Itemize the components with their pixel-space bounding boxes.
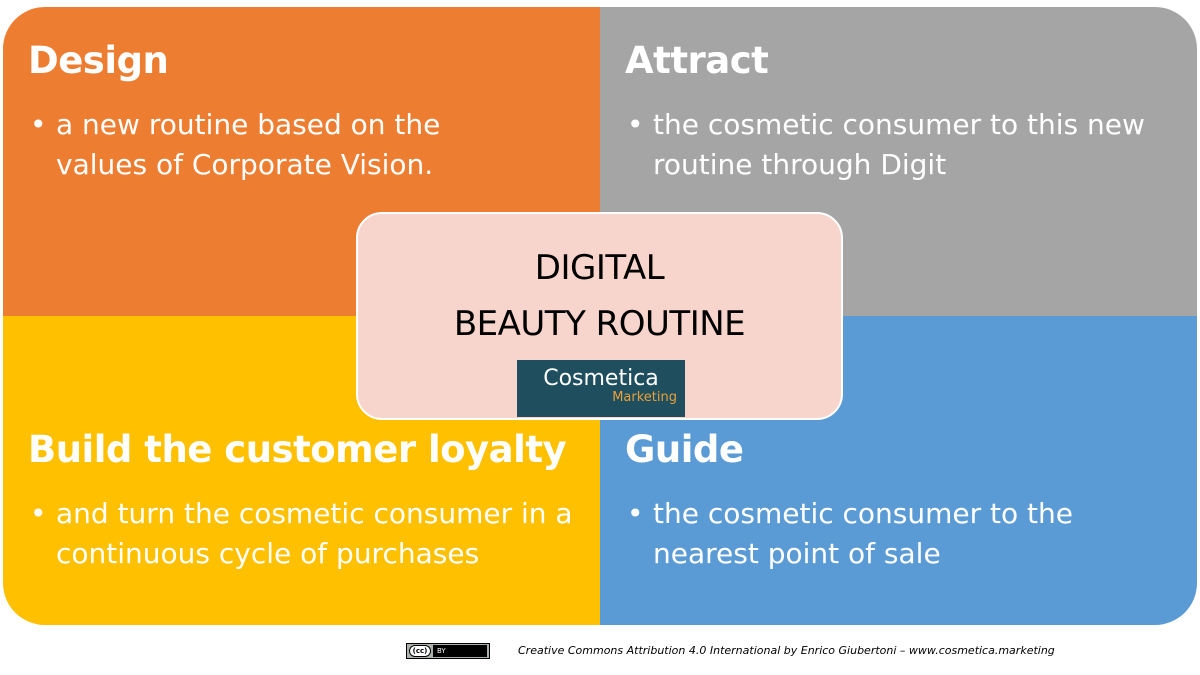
quadrant-title-attract: Attract: [625, 39, 769, 82]
cc-badge-right: BY: [433, 645, 487, 657]
quadrant-bullet-loyalty: • and turn the cosmetic consumer in a co…: [30, 494, 590, 574]
quadrant-design: Design • a new routine based on the valu…: [3, 7, 600, 316]
quadrant-title-loyalty: Build the customer loyalty: [28, 428, 567, 471]
center-title-box: DIGITAL BEAUTY ROUTINE Cosmetica Marketi…: [356, 212, 843, 420]
cosmetica-marketing-logo: Cosmetica Marketing: [517, 360, 685, 417]
bullet-dot: •: [627, 108, 644, 141]
bullet-text: the cosmetic consumer to the nearest poi…: [653, 497, 1073, 570]
bullet-text: the cosmetic consumer to this new routin…: [653, 108, 1145, 181]
quadrant-bullet-attract: • the cosmetic consumer to this new rout…: [627, 105, 1147, 185]
quadrant-bullet-guide: • the cosmetic consumer to the nearest p…: [627, 494, 1147, 574]
quadrant-bullet-design: • a new routine based on the values of C…: [30, 105, 510, 185]
quadrant-title-guide: Guide: [625, 428, 744, 471]
center-title-line-1: DIGITAL: [534, 248, 665, 288]
quadrant-title-design: Design: [28, 39, 169, 82]
creative-commons-badge-icon[interactable]: (cc) BY: [406, 643, 490, 659]
footer: (cc) BY Creative Commons Attribution 4.0…: [0, 640, 1200, 664]
center-title-line-2: BEAUTY ROUTINE: [453, 304, 746, 344]
footer-credit: Creative Commons Attribution 4.0 Interna…: [518, 644, 1055, 657]
bullet-text: and turn the cosmetic consumer in a cont…: [56, 497, 573, 570]
bullet-dot: •: [30, 108, 47, 141]
logo-main-text: Cosmetica: [543, 366, 659, 391]
logo-sub-text: Marketing: [612, 390, 677, 405]
cc-badge-left: (cc): [409, 645, 431, 657]
bullet-text: a new routine based on the values of Cor…: [56, 108, 441, 181]
bullet-dot: •: [30, 497, 47, 530]
bullet-dot: •: [627, 497, 644, 530]
